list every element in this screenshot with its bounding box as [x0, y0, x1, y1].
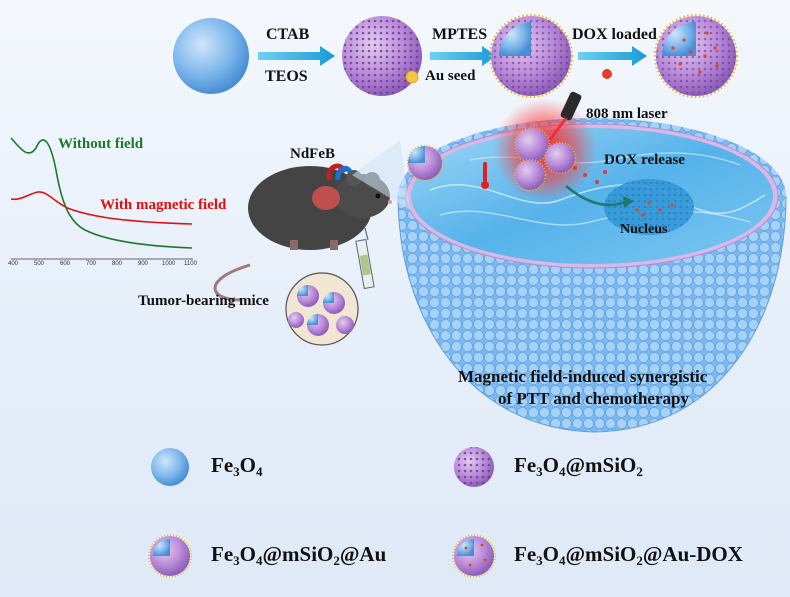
- curve-without-field: [10, 137, 193, 249]
- tick-1100: 1100: [184, 261, 197, 267]
- series-without-field: Without field: [58, 136, 144, 152]
- tick-400: 400: [8, 261, 19, 267]
- arrow-3: [578, 46, 647, 66]
- legend-au-icon: [148, 534, 192, 578]
- legend-dox-icon: [452, 534, 496, 578]
- label-nucleus: Nucleus: [620, 222, 668, 237]
- tumor-site: [312, 186, 340, 210]
- thermometer-icon: [481, 162, 489, 189]
- particles-in-cell: [406, 126, 577, 192]
- absorbance-plot: [10, 137, 193, 260]
- label-au-seed: Au seed: [425, 68, 476, 84]
- label-tumor-mice: Tumor-bearing mice: [138, 293, 269, 309]
- label-ctab: CTAB: [266, 26, 310, 43]
- syringe-icon: [355, 227, 375, 290]
- tick-700: 700: [86, 261, 97, 267]
- caption-line-2: of PTT and chemotherapy: [498, 389, 689, 408]
- tick-500: 500: [34, 261, 45, 267]
- tick-600: 600: [60, 261, 71, 267]
- au-particle: [488, 13, 574, 99]
- legend-label-fe3o4-msio2-au-dox: Fe3O4@mSiO2@Au-DOX: [514, 542, 743, 568]
- label-dox-release: DOX release: [604, 152, 685, 168]
- label-ndfeb: NdFeB: [290, 146, 335, 162]
- fe3o4-core-particle: [173, 18, 249, 94]
- label-mptes: MPTES: [432, 26, 488, 43]
- tick-900: 900: [138, 261, 149, 267]
- label-dox-loaded: DOX loaded: [572, 26, 657, 43]
- tick-800: 800: [112, 261, 123, 267]
- msio2-particle: [342, 16, 422, 96]
- dox-particle: [653, 13, 739, 99]
- cell-hemisphere: [397, 98, 787, 433]
- laser-pointer-icon: [548, 91, 582, 141]
- series-with-field: With magnetic field: [100, 197, 227, 213]
- legend-label-fe3o4-msio2: Fe3O4@mSiO2: [514, 453, 643, 479]
- legend-fe3o4-icon: [151, 448, 189, 486]
- tick-1000: 1000: [162, 261, 176, 267]
- label-laser: 808 nm laser: [586, 106, 668, 122]
- curve-with-field: [10, 191, 193, 225]
- arrow-1: [258, 46, 335, 66]
- legend-msio2-icon: [454, 447, 494, 487]
- arrow-2: [430, 46, 497, 66]
- caption-line-1: Magnetic field-induced synergistic: [458, 367, 708, 386]
- injection-zoom: [285, 272, 359, 346]
- zoom-beam: [352, 140, 410, 210]
- legend-label-fe3o4-msio2-au: Fe3O4@mSiO2@Au: [211, 542, 387, 568]
- label-teos: TEOS: [265, 68, 308, 85]
- legend-label-fe3o4: Fe3O4: [211, 453, 263, 479]
- dox-dot: [602, 69, 612, 79]
- au-seed-dot: [405, 70, 419, 84]
